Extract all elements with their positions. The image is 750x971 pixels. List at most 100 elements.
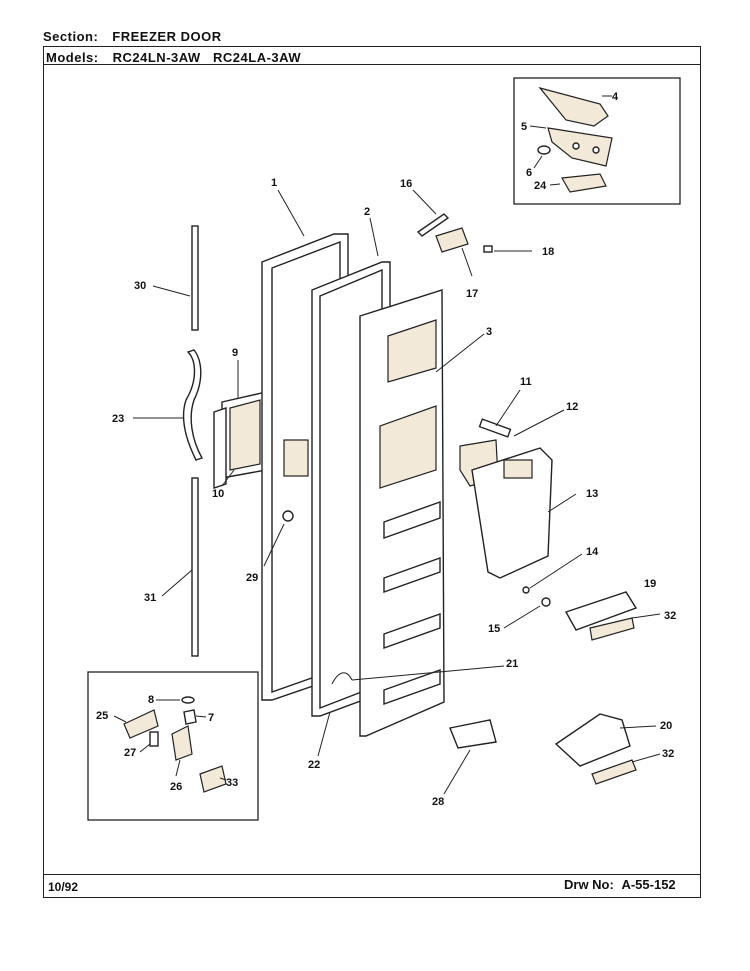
callout-15: 15 — [488, 623, 500, 635]
part-4-hinge-cover — [538, 86, 609, 127]
callout-24: 24 — [534, 180, 547, 192]
part-32-bin-trim — [589, 617, 635, 641]
part-6-washer — [537, 145, 551, 155]
callout-11: 11 — [520, 376, 532, 388]
hinge-hole — [572, 142, 580, 150]
door-label-area — [283, 439, 309, 477]
callout-14: 14 — [586, 546, 599, 558]
liner-shelf — [383, 613, 441, 649]
callout-5: 5 — [521, 121, 527, 133]
leader-2 — [369, 217, 379, 257]
liner-upper-compartment — [387, 319, 437, 383]
callout-21: 21 — [506, 658, 518, 670]
leader-32a — [631, 613, 661, 619]
leader-17 — [461, 247, 473, 277]
callout-13: 13 — [586, 488, 598, 500]
leader-30 — [152, 285, 191, 297]
part-7-switch — [183, 709, 197, 725]
leader-6 — [533, 155, 543, 169]
drawing-label: Drw No: — [564, 877, 614, 892]
leader-31 — [161, 569, 193, 597]
part-30-upper-trim — [191, 225, 199, 331]
models-divider — [43, 64, 701, 65]
section-value: FREEZER DOOR — [112, 29, 222, 44]
footer-divider — [43, 874, 701, 875]
hinge-inset-box — [513, 77, 681, 205]
part-23-handle — [182, 349, 204, 461]
callout-19: 19 — [644, 578, 656, 590]
leader-11 — [495, 389, 521, 427]
part-13-chute-housing — [471, 447, 553, 579]
leader-7 — [195, 715, 207, 718]
callout-29: 29 — [246, 572, 258, 584]
liner-shelf — [383, 501, 441, 539]
part-20-door-bin — [554, 713, 631, 767]
part-14-washer — [522, 586, 530, 594]
callout-4: 4 — [612, 91, 619, 103]
callout-10: 10 — [212, 488, 224, 500]
callout-18: 18 — [542, 246, 554, 258]
part-27-clip — [149, 731, 159, 747]
callout-17: 17 — [466, 288, 478, 300]
liner-shelf — [383, 669, 441, 705]
leader-33 — [219, 777, 227, 781]
part-25-bracket — [123, 709, 159, 739]
section-header: Section: FREEZER DOOR — [43, 29, 222, 44]
callout-1: 1 — [271, 177, 277, 189]
leader-26 — [175, 759, 181, 777]
part-24-shim — [561, 173, 607, 193]
models-header: Models:RC24LN-3AW RC24LA-3AW — [46, 50, 301, 65]
callout-12: 12 — [566, 401, 578, 413]
section-label: Section: — [43, 29, 99, 44]
leader-25 — [113, 715, 127, 723]
callout-2: 2 — [364, 206, 370, 218]
callout-6: 6 — [526, 167, 532, 179]
leader-12 — [513, 409, 565, 437]
callout-20: 20 — [660, 720, 672, 732]
part-18-screw — [483, 245, 493, 253]
callout-26: 26 — [170, 781, 182, 793]
callout-9: 9 — [232, 347, 238, 359]
part-28-actuator — [449, 719, 497, 749]
leader-24 — [549, 183, 561, 186]
part-31-lower-trim — [191, 477, 199, 657]
part-11-spring — [478, 418, 512, 438]
leader-15 — [503, 605, 541, 629]
callout-3: 3 — [486, 326, 492, 338]
callout-32-lower: 32 — [662, 748, 674, 760]
leader-5 — [529, 125, 547, 129]
leader-13 — [547, 493, 577, 513]
leader-1 — [277, 189, 305, 237]
liner-mid-compartment — [379, 405, 437, 489]
part-16-hinge-pin — [416, 213, 450, 237]
callout-32-upper: 32 — [664, 610, 676, 622]
callout-27: 27 — [124, 747, 136, 759]
leader-20 — [619, 725, 657, 729]
part-26-switch-housing — [171, 725, 193, 761]
chute-opening — [503, 459, 533, 479]
footer-date: 10/92 — [48, 880, 79, 894]
part-29-plug — [282, 510, 294, 522]
models-label: Models: — [46, 50, 99, 65]
callout-30: 30 — [134, 280, 146, 292]
diagram-frame — [43, 46, 701, 898]
part-8-cap — [181, 696, 195, 704]
callout-23: 23 — [112, 413, 124, 425]
callout-16: 16 — [400, 178, 412, 190]
callout-8: 8 — [148, 694, 154, 706]
callout-33: 33 — [226, 777, 238, 789]
leader-10 — [221, 469, 235, 487]
leader-28 — [443, 749, 471, 795]
part-32-bin-trim — [591, 759, 637, 785]
leader-21 — [351, 665, 505, 681]
leader-29 — [263, 523, 285, 567]
drawing-number: A-55-152 — [621, 877, 676, 892]
part-17-hinge-bracket — [435, 227, 469, 253]
hinge-hole — [592, 146, 600, 154]
drawing-number-block: Drw No: A-55-152 — [564, 877, 676, 892]
callout-31: 31 — [144, 592, 156, 604]
callout-28: 28 — [432, 796, 444, 808]
part-5-hinge-plate — [547, 127, 613, 167]
liner-shelf — [383, 557, 441, 593]
